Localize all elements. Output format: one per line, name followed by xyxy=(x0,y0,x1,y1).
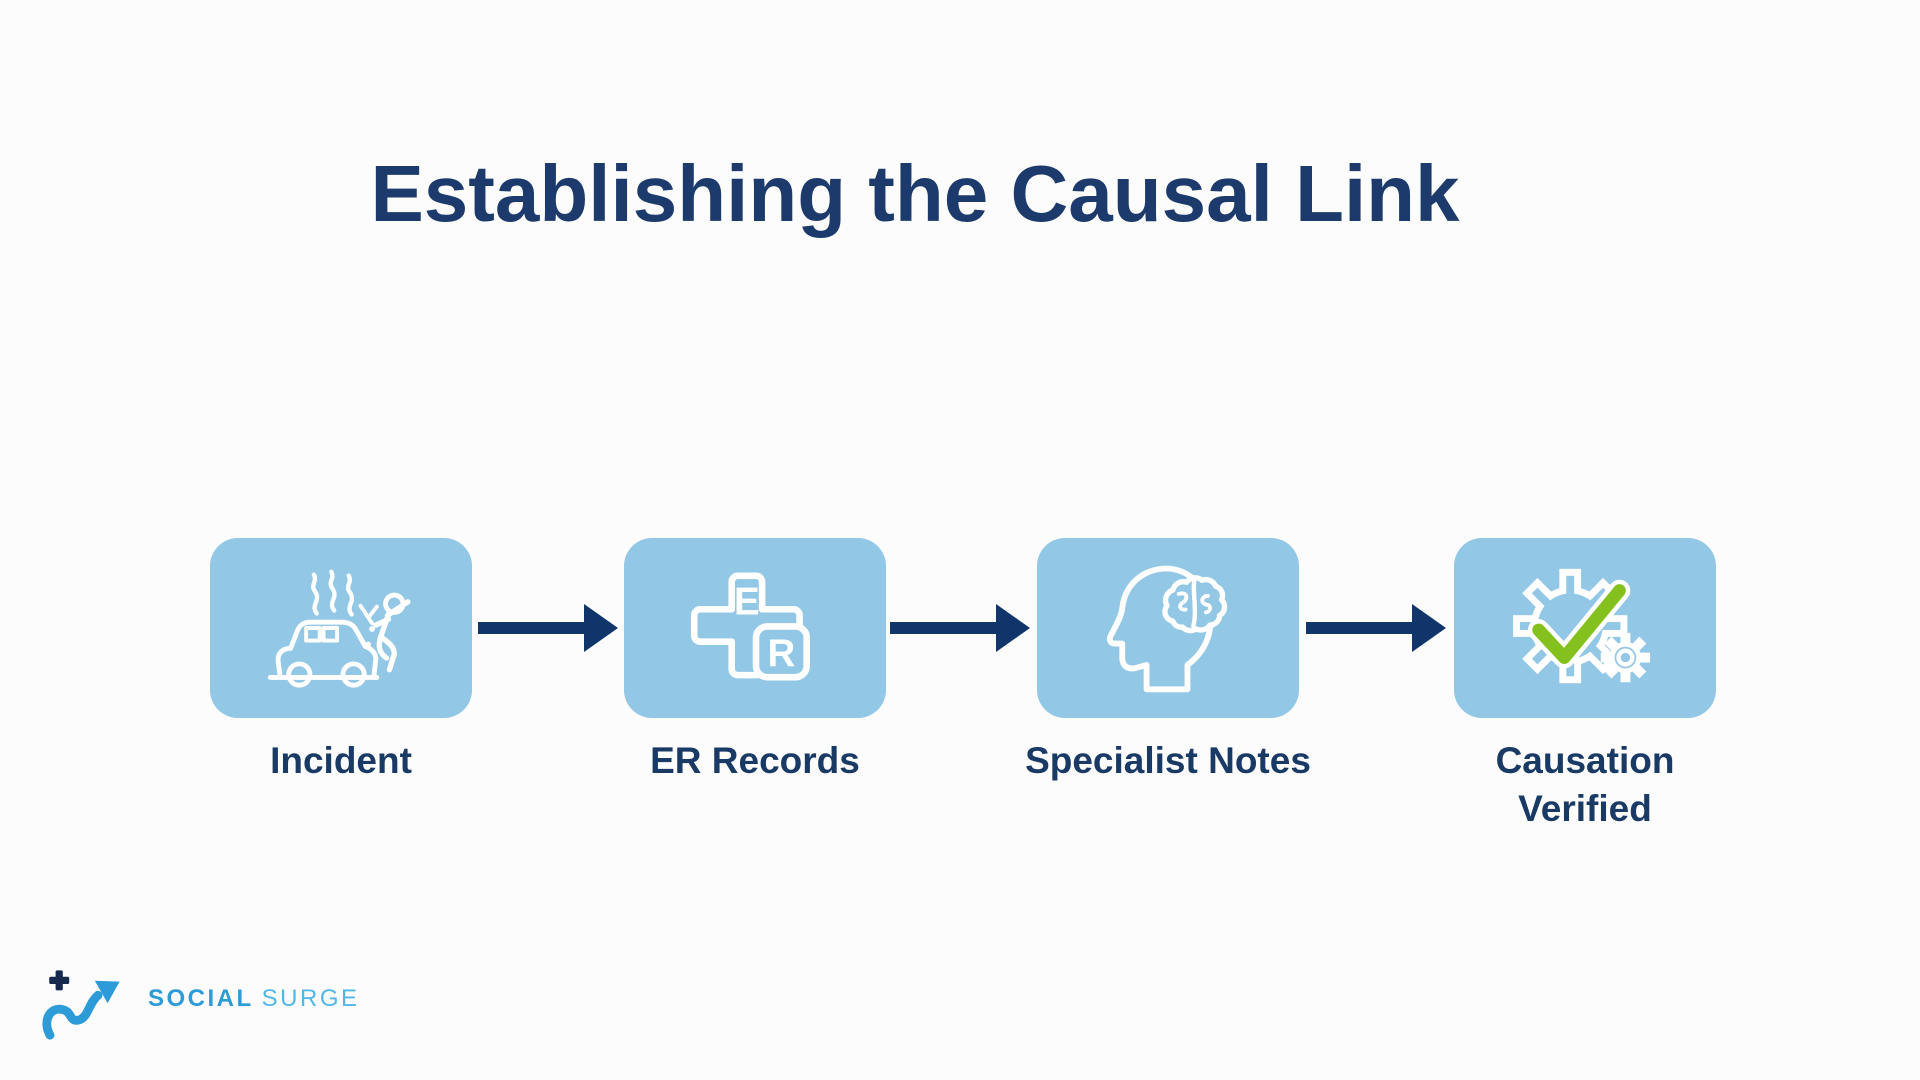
social-surge-logo-icon xyxy=(42,970,120,1040)
small-gear xyxy=(1600,632,1651,683)
gear-check-icon xyxy=(1513,568,1651,684)
step-card-causation-verified xyxy=(1454,538,1716,718)
logo-word-surge: SURGE xyxy=(261,985,360,1012)
flow-arrow-icon xyxy=(1306,604,1446,652)
er-letter-r: R xyxy=(767,632,795,675)
step-label: ER Records xyxy=(650,740,860,781)
swoosh-arrow xyxy=(42,990,103,1040)
step-card-er-records: E R xyxy=(624,538,886,718)
flow-arrow-icon xyxy=(890,604,1030,652)
page-title: Establishing the Causal Link xyxy=(370,149,1460,238)
logo-text: SOCIAL SURGE xyxy=(148,985,360,1013)
er-letter-e: E xyxy=(734,580,760,623)
step-card-specialist-notes xyxy=(1037,538,1299,718)
step-label: Specialist Notes xyxy=(1025,740,1311,781)
step-label: Incident xyxy=(270,740,412,781)
car-crash-icon xyxy=(267,569,411,688)
checkmark-icon xyxy=(1532,584,1626,664)
head-brain-icon xyxy=(1106,565,1228,693)
step-card-incident xyxy=(210,538,472,718)
logo-word-social: SOCIAL xyxy=(148,985,254,1012)
step-label: Causation Verified xyxy=(1495,740,1675,829)
flow-arrow-icon xyxy=(478,604,618,652)
er-cross-icon: E R xyxy=(690,572,810,681)
logo: SOCIAL SURGE xyxy=(42,968,360,1044)
